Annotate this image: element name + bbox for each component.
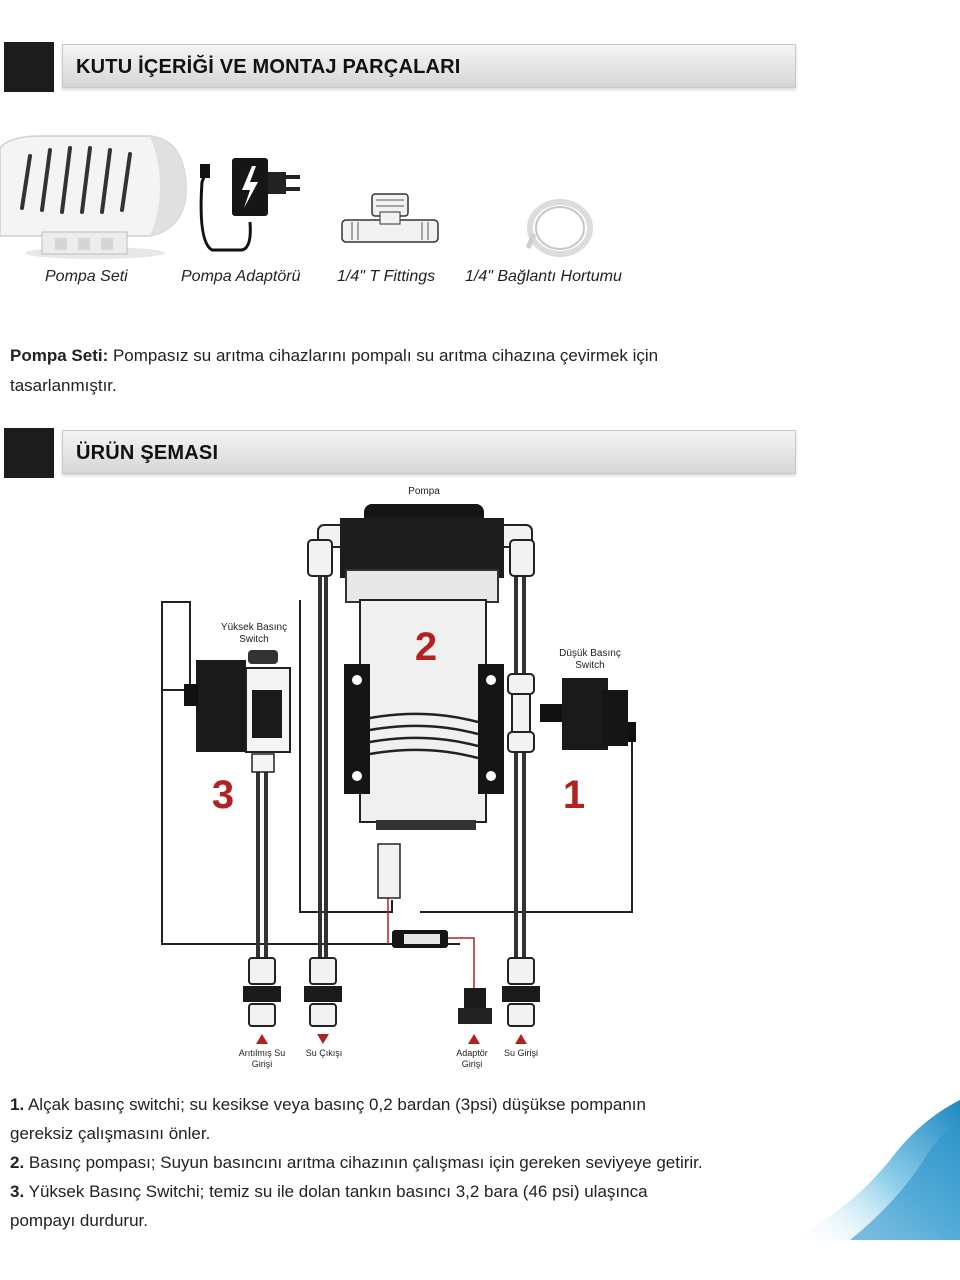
label-water-outlet: Su Çıkışı bbox=[306, 1048, 343, 1058]
tubes bbox=[256, 560, 526, 962]
note-2-number: 2. bbox=[10, 1153, 25, 1172]
fitting-water-outlet bbox=[304, 957, 342, 1027]
label-water-inlet: Su Girişi bbox=[504, 1048, 538, 1058]
header-square bbox=[4, 42, 54, 92]
label-pump: Pompa bbox=[408, 486, 440, 497]
number-1: 1 bbox=[563, 773, 585, 817]
note-1: 1. Alçak basınç switchi; su kesikse veya… bbox=[10, 1090, 810, 1148]
description-text-line1: Pompasız su arıtma cihazlarını pompalı s… bbox=[108, 346, 659, 365]
fitting-purified-water bbox=[243, 957, 281, 1027]
adapter-image bbox=[199, 158, 300, 252]
description-label: Pompa Seti: bbox=[10, 346, 109, 365]
pump-set-description: Pompa Seti: Pompasız su arıtma cihazları… bbox=[10, 341, 770, 401]
arrow-up-icon bbox=[468, 1034, 480, 1044]
label-adapter-input-line2: Girişi bbox=[462, 1059, 483, 1069]
water-wave-decoration bbox=[790, 1100, 960, 1240]
note-1-line1: Alçak basınç switchi; su kesikse veya ba… bbox=[24, 1095, 646, 1114]
number-3: 3 bbox=[212, 773, 234, 817]
fitting-water-inlet bbox=[502, 957, 540, 1027]
header-square bbox=[4, 428, 54, 478]
label-purified-water-line2: Girişi bbox=[252, 1059, 273, 1069]
pump-body bbox=[307, 504, 535, 899]
caption-pump-adapter: Pompa Adaptörü bbox=[181, 268, 301, 285]
arrow-down-icon bbox=[317, 1034, 329, 1044]
note-3-line2: pompayı durdurur. bbox=[10, 1211, 148, 1230]
label-adapter-input-line1: Adaptör bbox=[456, 1048, 488, 1058]
high-pressure-switch bbox=[184, 650, 291, 773]
header-bar bbox=[62, 44, 796, 88]
label-high-switch-line1: Yüksek Basınç bbox=[221, 622, 287, 633]
product-schema-diagram: Pompa Yüksek Basınç Switch Düşük Basınç … bbox=[161, 486, 636, 1069]
bottom-fittings bbox=[243, 957, 540, 1044]
label-low-switch-line2: Switch bbox=[575, 660, 604, 671]
arrow-up-icon bbox=[515, 1034, 527, 1044]
pump-set-image bbox=[0, 135, 187, 259]
t-fittings-image bbox=[341, 193, 439, 243]
arrow-up-icon bbox=[256, 1034, 268, 1044]
label-low-switch-line1: Düşük Basınç bbox=[559, 648, 621, 659]
caption-connection-hose: 1/4" Bağlantı Hortumu bbox=[465, 268, 622, 285]
label-purified-water-line1: Arıtılmış Su bbox=[239, 1048, 286, 1058]
note-1-number: 1. bbox=[10, 1095, 25, 1114]
section-title-product-schema: ÜRÜN ŞEMASI bbox=[76, 442, 219, 464]
label-high-switch-line2: Switch bbox=[239, 634, 268, 645]
caption-t-fittings: 1/4" T Fittings bbox=[337, 268, 436, 285]
note-3-line1: Yüksek Basınç Switchi; temiz su ile dola… bbox=[24, 1182, 648, 1201]
low-pressure-switch bbox=[507, 673, 636, 753]
note-3: 3. Yüksek Basınç Switchi; temiz su ile d… bbox=[10, 1177, 810, 1235]
number-2: 2 bbox=[415, 625, 437, 669]
adapter-connector bbox=[392, 930, 448, 948]
caption-pump-set: Pompa Seti bbox=[45, 268, 128, 285]
section-header-product-schema: ÜRÜN ŞEMASI bbox=[4, 428, 796, 478]
note-3-number: 3. bbox=[10, 1182, 25, 1201]
section-header-box-contents: KUTU İÇERİĞİ VE MONTAJ PARÇALARI bbox=[4, 42, 796, 92]
description-text-line2: tasarlanmıştır. bbox=[10, 376, 117, 395]
header-bar bbox=[62, 430, 796, 474]
section-title-box-contents: KUTU İÇERİĞİ VE MONTAJ PARÇALARI bbox=[76, 56, 461, 78]
hose-image bbox=[525, 199, 593, 257]
fitting-adapter-input bbox=[458, 988, 492, 1024]
note-2: 2. Basınç pompası; Suyun basıncını arıtm… bbox=[10, 1148, 810, 1177]
note-1-line2: gereksiz çalışmasını önler. bbox=[10, 1124, 211, 1143]
note-2-line1: Basınç pompası; Suyun basıncını arıtma c… bbox=[24, 1153, 703, 1172]
schema-notes: 1. Alçak basınç switchi; su kesikse veya… bbox=[10, 1090, 810, 1235]
